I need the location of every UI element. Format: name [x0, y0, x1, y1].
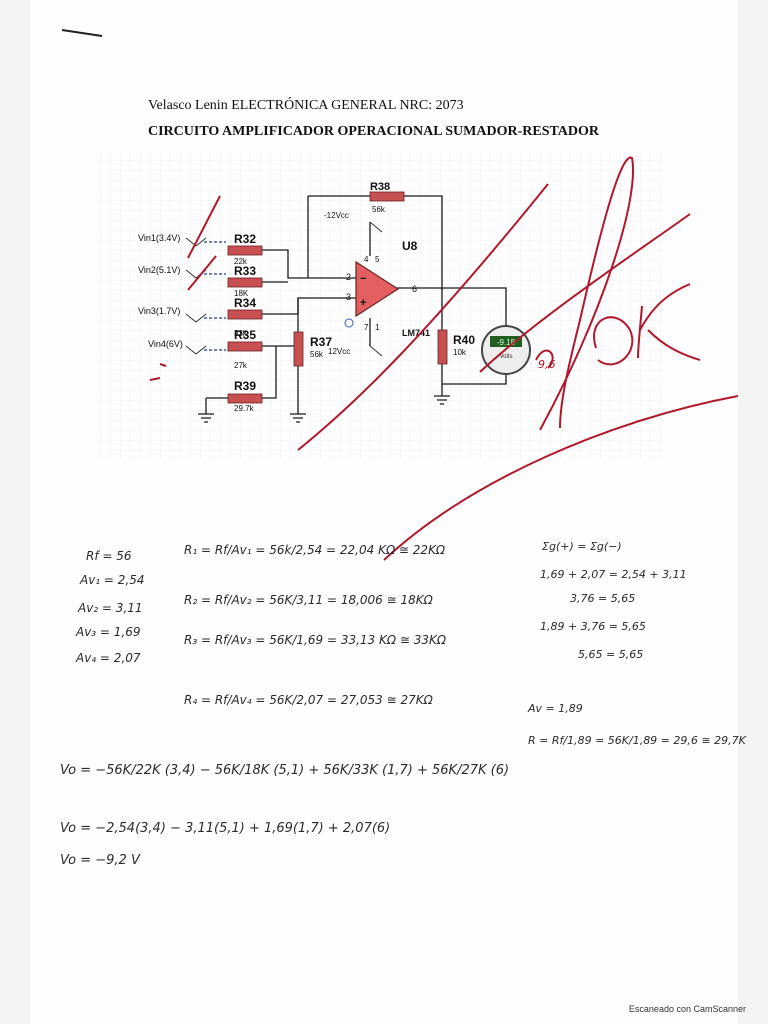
svg-text:−: − [360, 273, 366, 285]
calc-rf: Rf = 56 [86, 549, 132, 563]
r33-label: R33 [234, 264, 256, 278]
calc-vo-numeric: Vo = −2,54(3,4) − 3,11(5,1) + 1,69(1,7) … [60, 821, 390, 836]
calc-av3: Av₃ = 1,69 [75, 625, 141, 639]
r33-value: 18K [234, 289, 249, 298]
calc-balance-2: 3,76 = 5,65 [570, 592, 635, 605]
vin4-label: Vin4(6V) [148, 339, 183, 349]
calc-balance-4: 5,65 = 5,65 [578, 648, 643, 661]
r37-value: 56k [310, 350, 324, 359]
pin-6: 6 [412, 284, 417, 294]
pin-1: 1 [375, 323, 380, 332]
r40-label: R40 [453, 333, 475, 347]
resistor-bodies [227, 191, 448, 404]
calc-r3: R₃ = Rf/Av₃ = 56K/1,69 = 33,13 KΩ ≅ 33KΩ [184, 633, 447, 647]
calc-av4: Av₄ = 2,07 [75, 651, 141, 665]
r35-label: R35 [234, 328, 256, 342]
r37-label: R37 [310, 335, 332, 349]
pin-4: 4 [364, 255, 369, 264]
vin1-label: Vin1(3.4V) [138, 233, 180, 243]
calc-r2: R₂ = Rf/Av₂ = 56K/3,11 = 18,006 ≅ 18KΩ [184, 593, 434, 607]
schematic-wires [205, 195, 507, 414]
calc-vo-result: Vo = −9,2 V [60, 853, 141, 868]
svg-text:+: + [360, 297, 366, 309]
schematic-grid [100, 152, 666, 460]
supply-neg: -12Vcc [324, 211, 349, 220]
schematic-labels: R38 56k R32 22k R33 18K R34 33k R35 27k … [138, 181, 475, 413]
calc-av-extra: Av = 1,89 [527, 702, 583, 715]
r38-value: 56k [372, 205, 386, 214]
opamp-symbol: − + [344, 221, 400, 357]
calc-r-extra: R = Rf/1,89 = 56K/1,89 = 29,6 ≅ 29,7K [528, 734, 747, 747]
pin-2: 2 [346, 272, 351, 282]
calc-vo-formula: Vo = −56K/22K (3,4) − 56K/18K (5,1) + 56… [60, 763, 509, 778]
pin-7: 7 [364, 323, 369, 332]
r39-label: R39 [234, 379, 256, 393]
pin-5: 5 [375, 255, 380, 264]
pin-3: 3 [346, 292, 351, 302]
calc-balance-0: Σg(+) = Σg(−) [542, 540, 622, 553]
page-title: CIRCUITO AMPLIFICADOR OPERACIONAL SUMADO… [148, 124, 600, 139]
grading-marks [149, 156, 739, 561]
r34-value: 33k [234, 329, 248, 338]
r35-value: 27k [234, 361, 248, 370]
calc-av2: Av₂ = 3,11 [77, 601, 143, 615]
ground-symbols [198, 395, 450, 423]
calculations: Rf = 56 Av₁ = 2,54 Av₂ = 3,11 Av₃ = 1,69… [60, 540, 747, 868]
scan-edge-left [0, 0, 30, 1024]
calc-av1: Av₁ = 2,54 [79, 573, 145, 587]
supply-pos: 12Vcc [328, 347, 350, 356]
author-line: Velasco Lenin ELECTRÓNICA GENERAL NRC: 2… [148, 98, 464, 113]
r40-value: 10k [453, 348, 467, 357]
pen-mark [61, 29, 103, 37]
r38-label: R38 [370, 181, 390, 193]
vin3-label: Vin3(1.7V) [138, 306, 180, 316]
opamp-ref: U8 [402, 239, 418, 253]
calc-balance-1: 1,69 + 2,07 = 2,54 + 3,11 [540, 568, 687, 581]
opamp-part: LM741 [402, 328, 430, 338]
scanner-footer: Escaneado con CamScanner [628, 1004, 746, 1014]
scan-edge-right [738, 0, 768, 1024]
meter-note: 9,6 [538, 358, 556, 371]
voltmeter-unit: Volts [499, 354, 512, 360]
vin2-label: Vin2(5.1V) [138, 265, 180, 275]
calc-balance-3: 1,89 + 3,76 = 5,65 [540, 620, 646, 633]
r39-value: 29.7k [234, 404, 255, 413]
r32-value: 22k [234, 257, 248, 266]
r32-label: R32 [234, 232, 256, 246]
calc-r1: R₁ = Rf/Av₁ = 56k/2,54 = 22,04 KΩ ≅ 22KΩ [184, 543, 446, 557]
calc-r4: R₄ = Rf/Av₄ = 56K/2,07 = 27,053 ≅ 27KΩ [184, 693, 434, 707]
voltmeter-reading: -9.18 [497, 338, 516, 347]
r34-label: R34 [234, 296, 256, 310]
